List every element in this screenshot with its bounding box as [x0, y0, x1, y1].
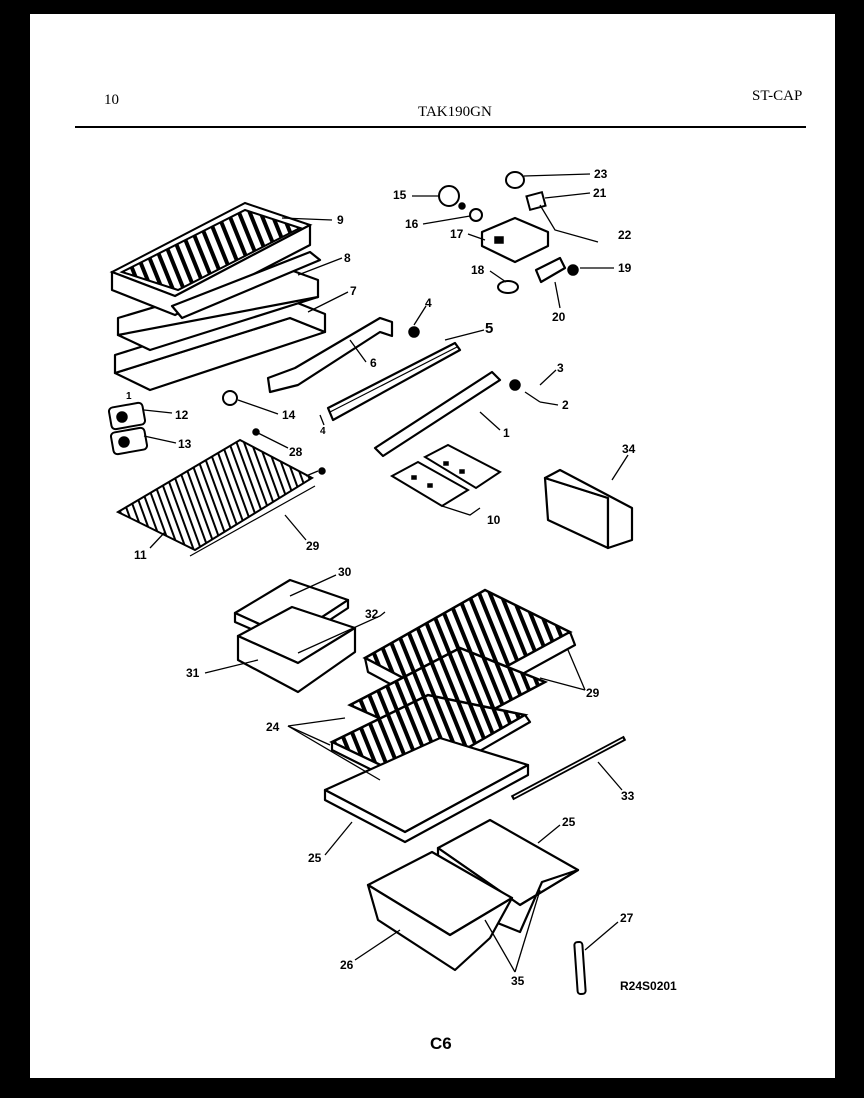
callout-29a: 29 — [306, 539, 320, 553]
callout-17: 17 — [450, 227, 464, 241]
wire-shelf — [115, 438, 316, 557]
callout-28: 28 — [289, 445, 303, 459]
callout-20: 20 — [552, 310, 566, 324]
screw-part — [509, 379, 521, 391]
callout-25b: 25 — [308, 851, 322, 865]
callout-25a: 25 — [562, 815, 576, 829]
callout-33: 33 — [621, 789, 635, 803]
drawer-handle — [573, 940, 587, 996]
hinge-part — [107, 390, 238, 456]
model-number: TAK190GN — [418, 104, 492, 120]
callout-26: 26 — [340, 958, 354, 972]
callout-23: 23 — [594, 167, 608, 181]
callout-16: 16 — [405, 217, 419, 231]
callout-4b: 4 — [320, 426, 326, 437]
shelf-bracket — [266, 316, 394, 394]
page-code: C6 — [430, 1034, 452, 1053]
callout-32: 32 — [365, 607, 379, 621]
callout-6: 6 — [370, 356, 377, 370]
callout-30: 30 — [338, 565, 352, 579]
page-number: 10 — [104, 92, 119, 108]
ice-tray — [389, 443, 502, 508]
callout-22: 22 — [618, 228, 632, 242]
door-bin — [543, 468, 634, 550]
screw-part — [318, 467, 326, 475]
leader-lines — [143, 173, 629, 973]
callout-15: 15 — [393, 188, 407, 202]
callout-11: 11 — [134, 548, 147, 562]
callout-35: 35 — [511, 974, 525, 988]
section-code: ST-CAP — [752, 88, 803, 104]
callout-19: 19 — [618, 261, 632, 275]
rail-part — [326, 341, 502, 458]
crisper-cover — [233, 578, 357, 694]
screw-part — [252, 428, 260, 436]
callout-2: 2 — [562, 398, 569, 412]
callout-18: 18 — [471, 263, 485, 277]
callout-24: 24 — [266, 720, 280, 734]
callout-34: 34 — [622, 442, 636, 456]
callout-29b: 29 — [586, 686, 600, 700]
callout-12: 12 — [175, 408, 189, 422]
light-control-assembly — [438, 171, 599, 294]
freezer-shelf-assembly — [109, 201, 327, 392]
crisper-pan-cover — [323, 736, 530, 844]
callout-5: 5 — [485, 320, 493, 337]
callout-1b: 1 — [126, 391, 132, 402]
crisper-drawer — [366, 818, 580, 972]
callout-14: 14 — [282, 408, 296, 422]
callout-labels: 9 8 7 6 4 5 4 3 2 1 1 12 13 14 28 11 29 … — [126, 167, 636, 988]
drawing-code: R24S0201 — [620, 979, 677, 993]
callout-7: 7 — [350, 284, 357, 298]
callout-10: 10 — [487, 513, 501, 527]
callout-4a: 4 — [425, 296, 432, 310]
callout-3: 3 — [557, 361, 564, 375]
callout-13: 13 — [178, 437, 192, 451]
callout-1: 1 — [503, 426, 510, 440]
callout-21: 21 — [593, 186, 607, 200]
callout-8: 8 — [344, 251, 351, 265]
callout-27: 27 — [620, 911, 634, 925]
callout-31: 31 — [186, 666, 200, 680]
callout-9: 9 — [337, 213, 344, 227]
header-rule — [75, 126, 806, 128]
screw-part — [408, 326, 420, 338]
